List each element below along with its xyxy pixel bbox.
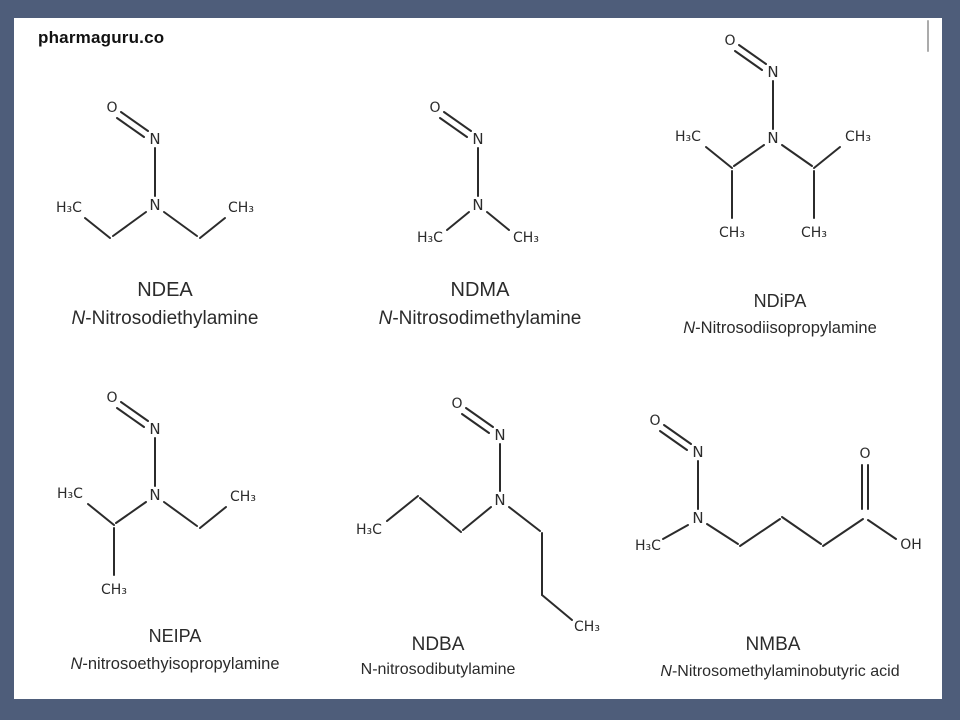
atom-nitroso-n-icon: N <box>149 130 160 148</box>
subtitle-n-prefix: N <box>683 319 696 337</box>
nmba-structure-diagram: O N N H₃C O OH <box>635 413 922 554</box>
nmba-bonds <box>659 424 897 547</box>
atom-amine-n-icon: N <box>472 196 483 214</box>
atom-amine-n-icon: N <box>149 196 160 214</box>
neipa-bonds <box>87 401 227 576</box>
scan-artifact-line <box>927 20 929 52</box>
subtitle-rest: -nitrosoethyisopropylamine <box>82 655 280 673</box>
molecule-subtitle: N-Nitrosodimethylamine <box>360 308 600 330</box>
subtitle-n-prefix: N <box>360 661 373 678</box>
atom-ch3-icon: CH₃ <box>101 582 127 598</box>
molecule-subtitle: N-Nitrosodiethylamine <box>40 308 290 330</box>
watermark-text: pharmaguru.co <box>38 28 165 47</box>
atom-ch3-icon: CH₃ <box>719 225 745 241</box>
subtitle-n-prefix: N <box>378 308 393 329</box>
atom-oxygen-icon: O <box>106 390 117 406</box>
atom-amine-n-icon: N <box>149 486 160 504</box>
molecule-subtitle: N-nitrosodibutylamine <box>344 661 532 679</box>
ndipa-structure-diagram: O N N H₃C CH₃ CH₃ CH₃ <box>675 33 871 241</box>
atom-oxygen-icon: O <box>649 413 660 429</box>
atom-h3c-icon: H₃C <box>56 200 82 216</box>
atom-ch3-icon: CH₃ <box>845 129 871 145</box>
molecule-card-ndma: O N N H₃C CH₃ NDMA N-Nitrosodimethylamin… <box>360 95 600 340</box>
atom-ch3-icon: CH₃ <box>228 200 254 216</box>
atom-amine-n-icon: N <box>767 129 778 147</box>
atom-nitroso-n-icon: N <box>472 130 483 148</box>
molecule-title: NDEA <box>137 279 193 301</box>
atom-amine-n-icon: N <box>494 491 505 509</box>
atom-oxygen-icon: O <box>724 33 735 49</box>
subtitle-rest: -Nitrosodiethylamine <box>85 308 259 329</box>
atom-nitroso-n-icon: N <box>149 420 160 438</box>
molecule-title: NMBA <box>745 634 801 655</box>
atom-h3c-icon: H₃C <box>675 129 701 145</box>
subtitle-rest: -Nitrosomethylaminobutyric acid <box>671 663 900 680</box>
molecule-subtitle: N-Nitrosodiisopropylamine <box>640 319 920 338</box>
subtitle-rest: -Nitrosodiisopropylamine <box>695 319 877 337</box>
atom-h3c-icon: H₃C <box>417 230 443 246</box>
atom-h3c-icon: H₃C <box>635 538 661 554</box>
atom-ch3-icon: CH₃ <box>574 619 600 635</box>
atom-ch3-icon: CH₃ <box>801 225 827 241</box>
atom-nitroso-n-icon: N <box>494 426 505 444</box>
ndea-bonds <box>84 111 226 239</box>
atom-h3c-icon: H₃C <box>356 522 382 538</box>
subtitle-n-prefix: N <box>660 663 672 680</box>
molecule-subtitle: N-nitrosoethyisopropylamine <box>40 655 310 674</box>
atom-nitroso-n-icon: N <box>767 63 778 81</box>
subtitle-n-prefix: N <box>70 655 83 673</box>
molecule-title: NDMA <box>450 279 510 301</box>
subtitle-rest: -Nitrosodimethylamine <box>392 308 582 329</box>
molecule-card-ndba: O N N H₃C CH₃ NDBA N-nitrosodibutylamine <box>344 395 624 690</box>
neipa-structure-diagram: O N N H₃C CH₃ CH₃ <box>57 390 256 598</box>
atom-h3c-icon: H₃C <box>57 486 83 502</box>
slide-background: pharmaguru.co O N N H₃C CH₃ N <box>14 18 942 699</box>
molecule-title: NDiPA <box>753 291 807 311</box>
atom-nitroso-n-icon: N <box>692 443 703 461</box>
molecule-card-ndea: O N N H₃C CH₃ NDEA N-Nitrosodiethylamine <box>40 95 290 340</box>
atom-oxygen-icon: O <box>106 100 117 116</box>
molecule-title: NEIPA <box>148 626 202 646</box>
subtitle-rest: -nitrosodibutylamine <box>372 661 516 678</box>
atom-carboxyl-oxygen-icon: O <box>859 446 870 462</box>
molecule-card-neipa: O N N H₃C CH₃ CH₃ NEIPA N-nitrosoethyiso… <box>40 385 310 685</box>
atom-amine-n-icon: N <box>692 509 703 527</box>
ndba-structure-diagram: O N N H₃C CH₃ <box>356 396 600 635</box>
molecule-title: NDBA <box>411 634 465 655</box>
ndea-structure-diagram: O N N H₃C CH₃ <box>56 100 254 239</box>
atom-ch3-icon: CH₃ <box>230 489 256 505</box>
subtitle-n-prefix: N <box>71 308 86 329</box>
molecule-card-ndipa: O N N H₃C CH₃ CH₃ CH₃ NDiPA N-Nitrosodii… <box>640 28 920 353</box>
ndipa-bonds <box>705 44 841 219</box>
ndma-structure-diagram: O N N H₃C CH₃ <box>417 100 539 246</box>
ndma-bonds <box>439 111 510 231</box>
molecule-subtitle: N-Nitrosomethylaminobutyric acid <box>630 663 930 681</box>
atom-oxygen-icon: O <box>429 100 440 116</box>
ndba-bonds <box>386 407 573 621</box>
molecule-card-nmba: O N N H₃C O OH NMBA N-Nitrosomethylamino… <box>630 410 930 695</box>
atom-oxygen-icon: O <box>451 396 462 412</box>
atom-hydroxyl-icon: OH <box>900 537 922 553</box>
atom-ch3-icon: CH₃ <box>513 230 539 246</box>
